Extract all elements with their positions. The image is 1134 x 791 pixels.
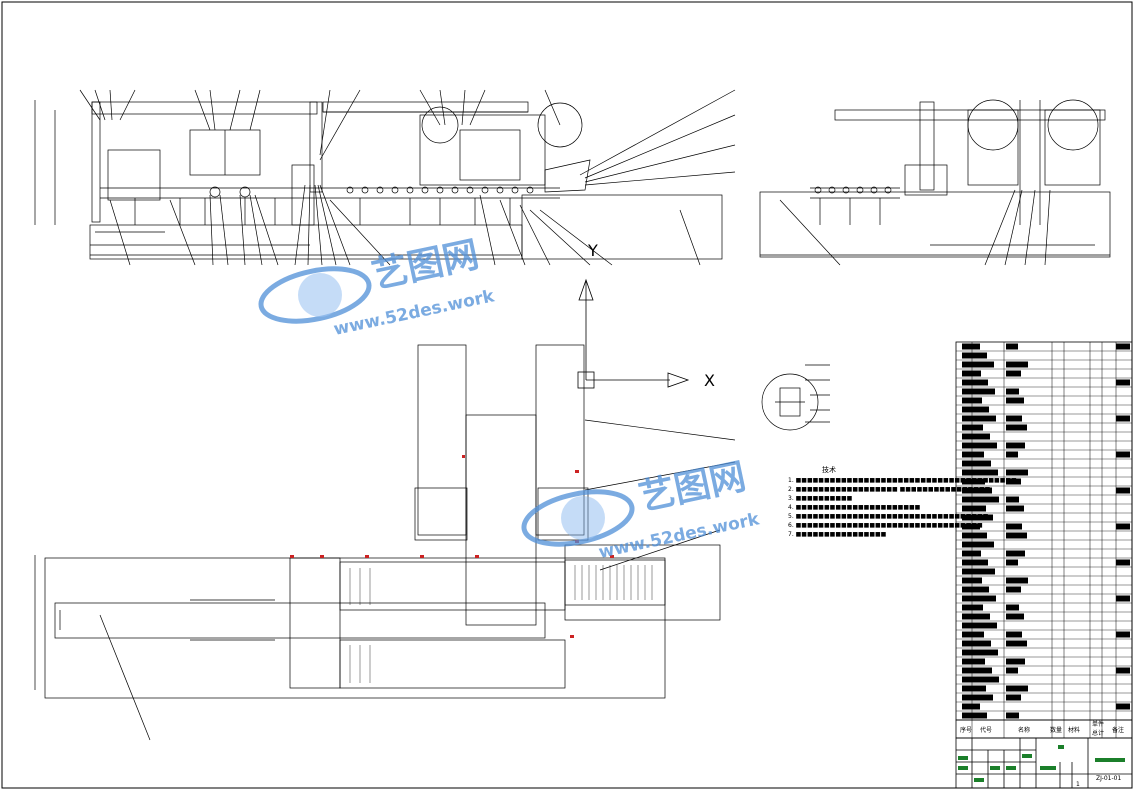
note-line: 6. ■■■■■■■■■■■■■■■■■■■■■■■■■■■■■■■■■ — [788, 522, 983, 529]
sheet-number: 1 — [1076, 781, 1080, 788]
note-line: 3. ■■■■■■■■■■ — [788, 495, 853, 502]
note-line: 7. ■■■■■■■■■■■■■■■■ — [788, 531, 887, 538]
plan-red-markers — [290, 455, 614, 638]
technical-notes: 技术 1. ■■■■■■■■■■■■■■■■■■■■■■■■■■■■■■■■■■… — [788, 465, 1017, 538]
front-elevation-view — [34, 89, 736, 266]
note-line: 1. ■■■■■■■■■■■■■■■■■■■■■■■■■■■■■■■■■■■■■… — [788, 477, 1017, 484]
coordinate-axes — [577, 278, 690, 389]
parts-header-cell: 备注 — [1112, 726, 1124, 734]
parts-table: 序号 代号 名称 数量 材料 单件 总计 备注 — [955, 341, 1133, 739]
note-line: 4. ■■■■■■■■■■■■■■■■■■■■■■ — [788, 504, 921, 511]
note-line: 5. ■■■■■■■■■■■■■■■■■■■■■■■■■■■■■■■■■■ — [788, 513, 989, 520]
parts-header-cell: 代号 — [980, 726, 992, 734]
detail-view — [761, 364, 830, 431]
note-line: 2. ■■■■■■■■■■■■■■■■■■ ■■■■■■■■■■■■■■■■ — [788, 486, 991, 493]
axis-y-label: Y — [587, 241, 598, 260]
axis-x-label: X — [704, 371, 715, 390]
title-block — [955, 737, 1133, 789]
notes-title: 技术 — [822, 465, 836, 474]
parts-header-cell: 序号 — [960, 726, 972, 734]
parts-header-cell: 单件 — [1092, 720, 1104, 728]
parts-header-cell: 总计 — [1092, 729, 1104, 737]
parts-header-cell: 名称 — [1018, 726, 1030, 734]
parts-header-cell: 数量 — [1050, 726, 1062, 734]
side-elevation-view — [759, 99, 1111, 266]
parts-table-rows — [956, 342, 1132, 738]
parts-header-cell: 材料 — [1068, 726, 1080, 734]
drawing-number: ZJ-01-01 — [1096, 775, 1121, 782]
plan-view — [34, 344, 736, 741]
